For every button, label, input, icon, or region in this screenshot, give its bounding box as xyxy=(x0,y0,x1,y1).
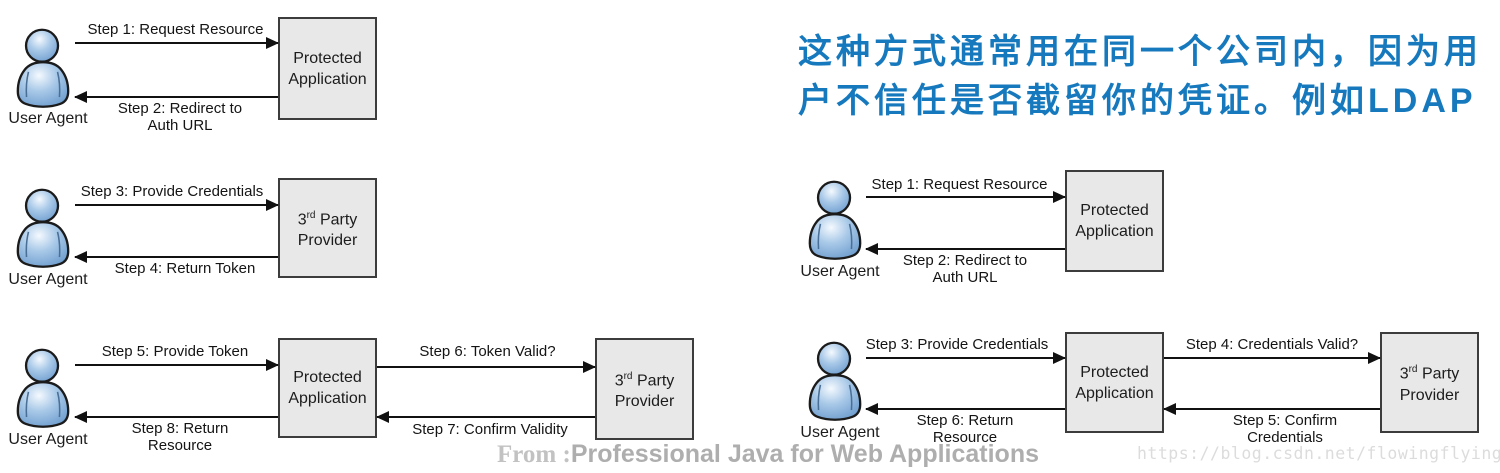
annotation-text: 这种方式通常用在同一个公司内，因为用 户不信任是否截留你的凭证。例如LDAP xyxy=(798,28,1500,126)
left-token-seg2-forward-arrow xyxy=(377,361,596,373)
source-watermark: From :Professional Java for Web Applicat… xyxy=(497,440,1039,469)
left-credentials-forward-arrow xyxy=(75,199,279,211)
third-party-rest: Party xyxy=(1417,365,1460,383)
right-direct-seg2-back-line2: Credentials xyxy=(1247,429,1323,446)
right-direct-seg2-back-line1: Step 5: Confirm xyxy=(1232,412,1338,429)
left-basic-back-arrow xyxy=(74,91,278,103)
third-party-num: 3 xyxy=(1399,365,1409,383)
actor-label: User Agent xyxy=(800,263,880,280)
box-label-line1: 3rd Party xyxy=(298,205,358,230)
protected-application-box: Protected Application xyxy=(1065,332,1164,433)
box-label-line1: 3rd Party xyxy=(1400,359,1460,384)
third-party-provider-box: 3rd Party Provider xyxy=(1380,332,1479,433)
actor-label: User Agent xyxy=(800,424,880,441)
third-party-rest: Party xyxy=(632,372,675,390)
left-basic-back-line1: Step 2: Redirect to xyxy=(117,100,243,117)
box-label-line1: Protected xyxy=(293,369,362,386)
box-label-line2: Application xyxy=(288,70,367,88)
actor-label: User Agent xyxy=(8,110,88,127)
left-token-seg1-back-label: Step 8: Return Resource xyxy=(95,420,265,454)
right-direct-seg2-back-arrow xyxy=(1163,403,1380,415)
third-party-rest: Party xyxy=(315,211,358,229)
third-party-provider-box: 3rd Party Provider xyxy=(595,338,694,440)
right-basic-forward-arrow xyxy=(866,191,1066,203)
box-label-line2: Application xyxy=(1075,384,1154,402)
box-label-line2: Provider xyxy=(1399,386,1460,404)
left-basic-forward-arrow xyxy=(75,37,279,49)
user-agent-icon xyxy=(12,27,74,109)
left-token-seg2-back-label: Step 7: Confirm Validity xyxy=(412,421,568,438)
user-agent-icon xyxy=(804,179,866,261)
left-token-seg2-forward-label: Step 6: Token Valid? xyxy=(419,343,556,360)
actor-label: User Agent xyxy=(8,271,88,288)
protected-application-box: Protected Application xyxy=(278,338,377,438)
third-party-num: 3 xyxy=(614,372,624,390)
right-basic-forward-label: Step 1: Request Resource xyxy=(871,176,1048,193)
protected-application-box: Protected Application xyxy=(1065,170,1164,272)
left-credentials-back-arrow xyxy=(74,251,278,263)
third-party-num: 3 xyxy=(297,211,307,229)
user-agent-icon xyxy=(12,347,74,429)
right-basic-back-line2: Auth URL xyxy=(932,269,998,286)
third-party-sup: rd xyxy=(1408,364,1418,376)
left-token-seg1-back-arrow xyxy=(74,411,278,423)
right-basic-back-line1: Step 2: Redirect to xyxy=(902,252,1028,269)
right-direct-seg2-forward-arrow xyxy=(1164,352,1381,364)
right-direct-seg1-forward-label: Step 3: Provide Credentials xyxy=(865,336,1049,353)
left-credentials-back-label: Step 4: Return Token xyxy=(114,260,256,277)
box-label-line1: Protected xyxy=(1080,363,1149,381)
right-direct-seg1-forward-arrow xyxy=(866,352,1066,364)
third-party-provider-box: 3rd Party Provider xyxy=(278,178,377,278)
box-label-line1: Protected xyxy=(1080,202,1149,219)
box-label-line2: Provider xyxy=(614,393,675,411)
left-token-seg1-back-line1: Step 8: Return xyxy=(131,420,229,437)
right-direct-seg1-back-line1: Step 6: Return xyxy=(916,412,1014,429)
left-credentials-forward-label: Step 3: Provide Credentials xyxy=(80,183,264,200)
box-label-line1: Protected xyxy=(293,49,362,67)
right-basic-back-label: Step 2: Redirect to Auth URL xyxy=(875,252,1055,286)
url-watermark: https://blog.csdn.net/flowingflying xyxy=(1137,444,1500,463)
left-token-seg1-forward-arrow xyxy=(75,359,279,371)
user-agent-icon xyxy=(12,187,74,269)
left-token-seg1-back-line2: Resource xyxy=(147,437,213,454)
right-direct-seg1-back-line2: Resource xyxy=(932,429,998,446)
source-watermark-title: Professional Java for Web Applications xyxy=(570,440,1040,468)
protected-application-box: Protected Application xyxy=(278,17,377,120)
box-label-line2: Application xyxy=(288,390,367,407)
user-agent-icon xyxy=(804,340,866,422)
left-basic-back-line2: Auth URL xyxy=(147,117,213,134)
right-direct-seg1-back-arrow xyxy=(865,403,1065,415)
left-basic-forward-label: Step 1: Request Resource xyxy=(87,21,264,38)
right-direct-seg2-back-label: Step 5: Confirm Credentials xyxy=(1195,412,1375,446)
box-label-line1: 3rd Party xyxy=(615,366,675,391)
right-direct-seg2-forward-label: Step 4: Credentials Valid? xyxy=(1185,336,1359,353)
third-party-sup: rd xyxy=(623,370,633,382)
box-label-line2: Provider xyxy=(297,232,358,250)
right-direct-seg1-back-label: Step 6: Return Resource xyxy=(875,412,1055,446)
box-label-line2: Application xyxy=(1075,223,1154,240)
right-basic-back-arrow xyxy=(865,243,1065,255)
source-watermark-prefix: From : xyxy=(497,441,571,468)
left-basic-back-label: Step 2: Redirect to Auth URL xyxy=(90,100,270,134)
annotation-line2: 户不信任是否截留你的凭证。例如LDAP xyxy=(798,82,1477,120)
third-party-sup: rd xyxy=(306,209,316,221)
left-token-seg2-back-arrow xyxy=(376,411,595,423)
left-token-seg1-forward-label: Step 5: Provide Token xyxy=(101,343,249,360)
annotation-line1: 这种方式通常用在同一个公司内，因为用 xyxy=(798,33,1482,71)
actor-label: User Agent xyxy=(8,431,88,448)
